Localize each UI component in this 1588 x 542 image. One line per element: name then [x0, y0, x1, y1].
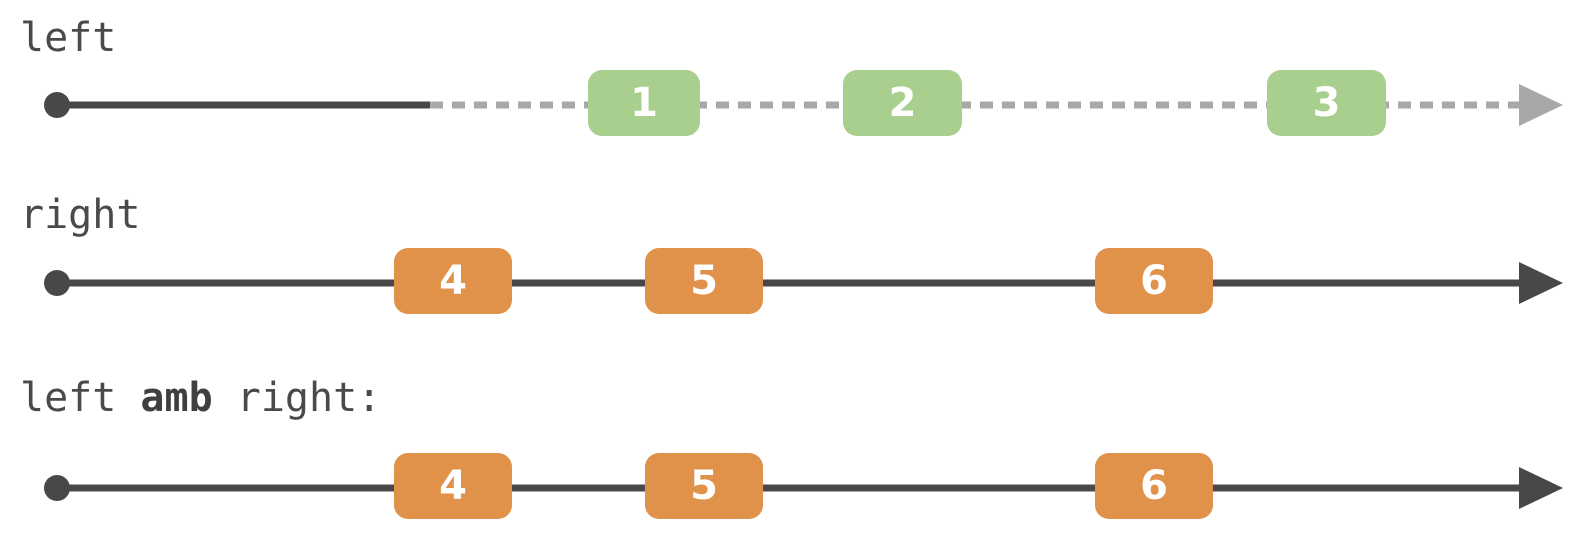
timeline-label-left: left	[20, 18, 116, 58]
timeline-arrowhead	[1519, 84, 1563, 126]
marble-6[interactable]: 6	[1095, 453, 1213, 519]
label-segment: left	[20, 375, 141, 421]
timeline-axis-right	[44, 262, 1563, 304]
marble-3[interactable]: 3	[1267, 70, 1386, 136]
timeline-arrowhead	[1519, 262, 1563, 304]
timeline-axis-left-amb-right	[44, 467, 1563, 509]
label-segment: right:	[212, 375, 382, 421]
marble-4[interactable]: 4	[394, 248, 512, 314]
marble-4[interactable]: 4	[394, 453, 512, 519]
label-segment: left	[20, 15, 117, 61]
marble-6[interactable]: 6	[1095, 248, 1213, 314]
marble-value: 6	[1140, 463, 1168, 509]
marble-2[interactable]: 2	[843, 70, 962, 136]
marble-value: 2	[888, 80, 917, 126]
marble-value: 5	[690, 258, 718, 304]
marble-5[interactable]: 5	[645, 248, 763, 314]
marble-1[interactable]: 1	[588, 70, 700, 136]
marble-value: 5	[690, 463, 718, 509]
marble-value: 6	[1140, 258, 1168, 304]
timeline-arrowhead	[1519, 467, 1563, 509]
marble-value: 3	[1312, 80, 1341, 126]
marble-value: 4	[439, 463, 467, 509]
timeline-label-right: right	[20, 195, 140, 235]
marble-value: 4	[439, 258, 467, 304]
label-segment: right	[20, 192, 141, 238]
label-segment: amb	[140, 375, 213, 421]
timeline-label-left-amb-right: left amb right:	[20, 378, 381, 418]
marble-5[interactable]: 5	[645, 453, 763, 519]
marble-value: 1	[630, 80, 658, 126]
